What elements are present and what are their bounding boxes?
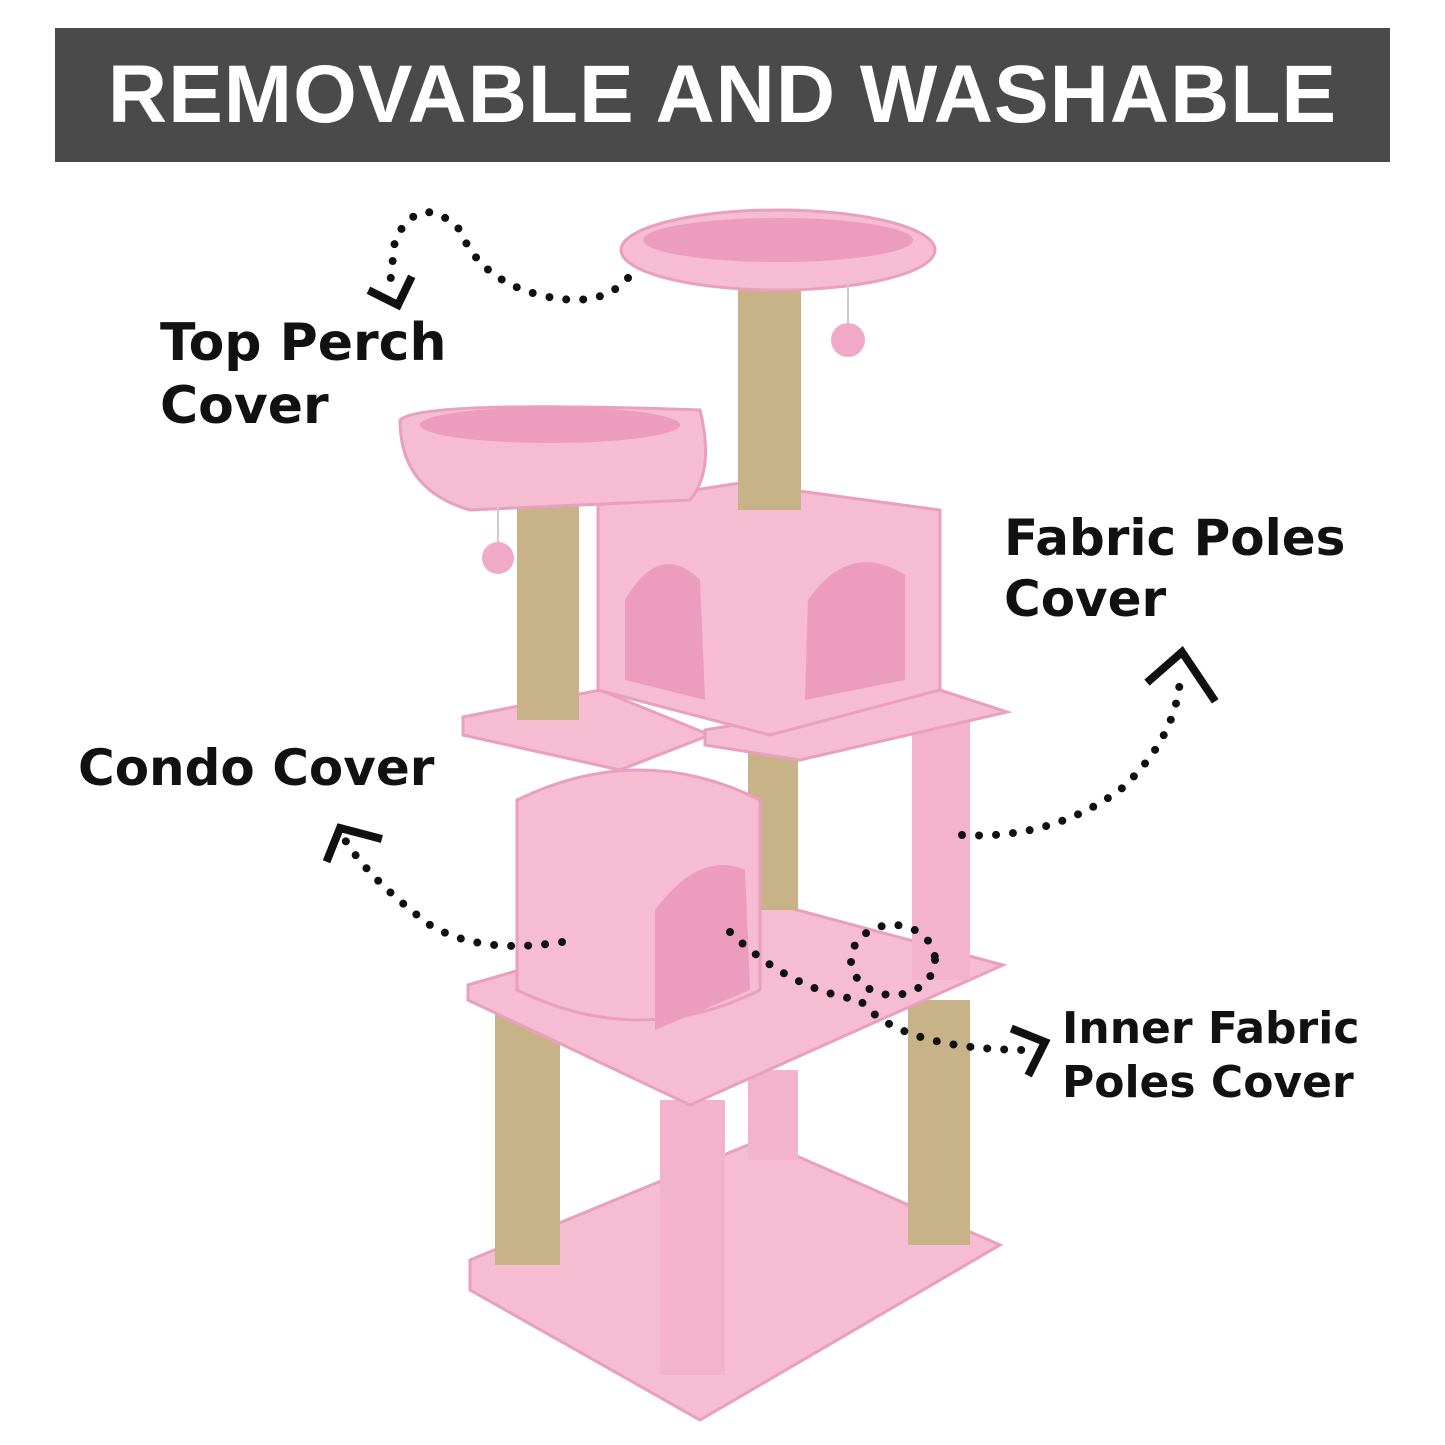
sisal-post bbox=[738, 290, 801, 510]
callout-condo-cover: Condo Cover bbox=[78, 738, 434, 799]
title-banner: REMOVABLE AND WASHABLE bbox=[55, 28, 1390, 162]
arrowhead-icon bbox=[1144, 646, 1219, 704]
condo-opening bbox=[625, 564, 705, 700]
arrow-inner-poles bbox=[726, 928, 1034, 1054]
arrowhead-icon bbox=[366, 274, 416, 311]
callout-line: Poles Cover bbox=[1062, 1056, 1354, 1108]
condo-opening bbox=[655, 865, 750, 1030]
toy-ball bbox=[482, 542, 514, 574]
arrow-top-perch bbox=[386, 208, 632, 304]
callout-fabric-poles-cover: Fabric Poles Cover bbox=[1004, 508, 1345, 630]
callout-top-perch-cover: Top Perch Cover bbox=[160, 312, 446, 439]
sisal-post bbox=[495, 1010, 560, 1265]
arrowheads bbox=[322, 274, 1219, 1078]
arrowhead-icon bbox=[322, 823, 383, 864]
top-perch-bed bbox=[643, 218, 913, 262]
condo-opening bbox=[805, 562, 905, 700]
sisal-post bbox=[517, 505, 579, 720]
inner-pole-circle bbox=[847, 921, 939, 999]
fabric-pole bbox=[912, 720, 970, 980]
callout-line: Cover bbox=[1004, 570, 1167, 628]
left-perch-bed bbox=[420, 407, 680, 443]
arrow-condo bbox=[341, 836, 566, 950]
callout-line: Condo Cover bbox=[78, 739, 435, 797]
callout-line: Cover bbox=[160, 376, 329, 437]
fabric-pole bbox=[660, 1100, 725, 1375]
callout-line: Fabric Poles bbox=[1004, 509, 1346, 567]
arrow-fabric-poles bbox=[958, 676, 1184, 840]
dotted-arrows bbox=[341, 208, 1184, 1054]
fabric-pole bbox=[748, 1070, 798, 1160]
callout-line: Inner Fabric bbox=[1062, 1003, 1360, 1054]
arrowhead-icon bbox=[1009, 1024, 1051, 1078]
callout-inner-fabric-poles-cover: Inner Fabric Poles Cover bbox=[1062, 1002, 1359, 1109]
callout-line: Top Perch bbox=[160, 313, 447, 373]
banner-title: REMOVABLE AND WASHABLE bbox=[107, 49, 1338, 140]
cat-tree bbox=[398, 208, 1013, 1422]
toy-ball bbox=[831, 323, 865, 357]
